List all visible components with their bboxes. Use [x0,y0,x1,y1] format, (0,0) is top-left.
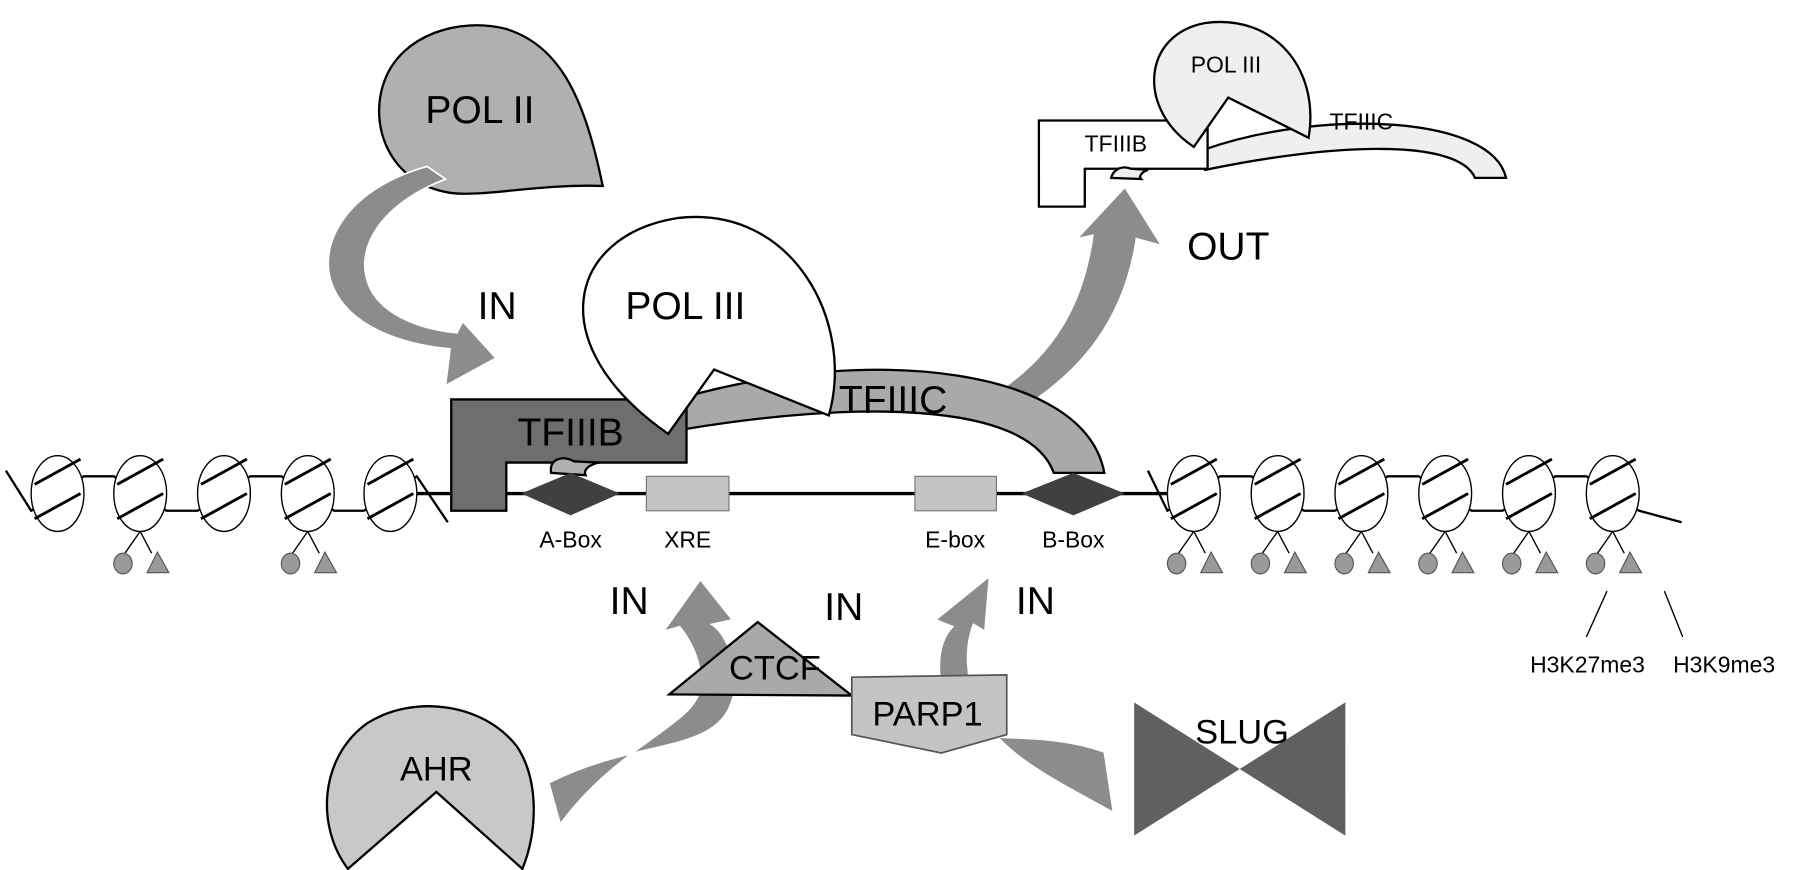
tfiiib-connector [549,457,600,477]
nucleosomes-left [4,454,449,575]
h3k27me3-mark [1501,552,1522,575]
nucleosome [1250,454,1308,575]
h3k27me3-mark [1334,552,1354,575]
b-box-label: B-Box [1042,526,1105,552]
xre-label: XRE [664,526,711,552]
h3k27me3-mark [1166,552,1187,575]
nucleosome [196,454,252,533]
a-box [521,472,620,516]
tfiiic-out-label: TFIIIC [1330,109,1394,135]
dna-wrap [1146,470,1682,524]
pol3-out [1152,20,1312,149]
nucleosome [363,454,418,533]
nucleosome [1585,454,1643,575]
pol3-main [581,215,836,436]
h3k27me3-mark [1250,552,1271,575]
b-box [1021,472,1125,516]
h3k27me3-mark [1418,552,1438,575]
tfiiic-main-label: TFIIIC [839,379,947,422]
h3k9me3-mark [313,550,338,574]
in-label-ahr: IN [610,580,649,623]
ctcf-label: CTCF [729,649,821,687]
parp1-protein [850,674,1008,754]
pol3-main-label: POL III [625,285,745,328]
ahr-protein [325,705,535,870]
out-label: OUT [1187,225,1269,268]
slug-right-triangle [1239,702,1346,836]
nucleosome [113,454,170,575]
h3k9me3-mark [1618,550,1643,574]
tfiiib-out-label: TFIIIB [1085,131,1147,157]
nucleosome [30,454,85,533]
h3k9me3-mark [1283,550,1308,574]
h3k27-leader [1585,590,1608,638]
e-box-label: E-box [925,526,985,552]
nucleosome [1166,454,1224,575]
nucleosome [280,454,338,575]
a-box-label: A-Box [539,526,602,552]
pol3-out-label: POL III [1191,51,1262,77]
tfiiib-main-label: TFIIIB [517,411,623,454]
tfiiic-out [1204,122,1508,180]
h3k9me3-label: H3K9me3 [1673,652,1775,678]
parp1-label: PARP1 [872,695,982,733]
xre-element [645,475,730,512]
in-arrow-ahr [547,578,736,827]
nucleosome [1334,454,1392,575]
in-label-pol2: IN [478,285,517,328]
in-label-ctcf: IN [824,586,863,629]
h3k9me3-mark [1367,550,1392,574]
pol2-protein [377,24,605,195]
h3k9me3-mark [146,550,170,574]
h3k27me3-mark [280,552,301,575]
h3k27me3-label: H3K27me3 [1530,652,1645,678]
slug-left-triangle [1134,702,1240,836]
in-label-slug: IN [1016,580,1055,623]
h3k9me3-mark [1534,550,1559,574]
ahr-label: AHR [400,750,473,788]
nucleosome [1501,454,1559,575]
out-arrow [995,185,1164,417]
h3k27me3-mark [113,552,133,575]
in-arrow-pol2 [327,165,498,388]
h3k9me3-mark [1451,550,1475,574]
nucleosomes-right [1146,454,1682,575]
ctcf-protein [666,620,856,697]
h3k27me3-mark [1585,552,1606,575]
slug-label: SLUG [1195,714,1289,752]
e-box-element [914,475,997,512]
h3k9-leader [1663,590,1684,638]
tfiiib-out-connector [1109,166,1149,181]
h3k9me3-mark [1199,550,1224,574]
pol2-label: POL II [425,89,534,132]
nucleosome [1418,454,1475,575]
